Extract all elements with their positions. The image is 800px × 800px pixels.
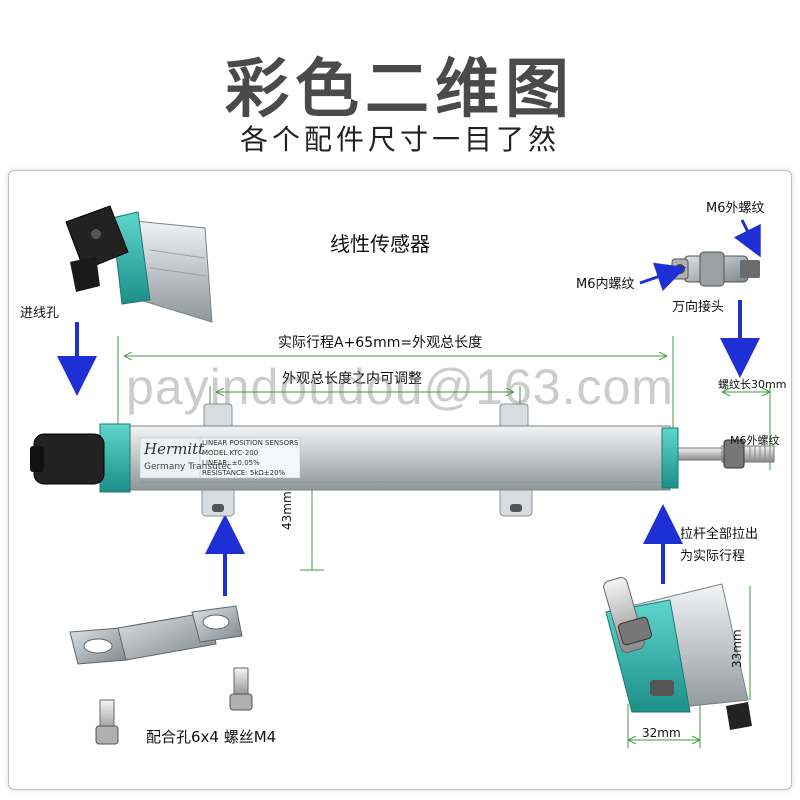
label-rod-full-extension: 拉杆全部拉出 为实际行程 <box>680 527 759 564</box>
label-m6-internal-thread: M6内螺纹 <box>576 277 635 292</box>
page-subtitle: 各个配件尺寸一目了然 <box>239 123 560 156</box>
screw-image <box>95 667 253 745</box>
label-m6-external-thread-top: M6外螺纹 <box>706 201 765 216</box>
sensor-title: 线性传感器 <box>330 232 430 256</box>
label-cable-inlet: 进线孔 <box>20 306 60 321</box>
label-m6-external-thread-rod: M6外螺纹 <box>730 434 780 447</box>
label-height-33: 33mm <box>730 629 744 668</box>
device-linear: LINEAR: ±0.05% <box>202 459 260 467</box>
device-resistance: RESISTANCE: 5kΩ±20% <box>202 469 286 477</box>
label-rod-length: 螺纹长30mm <box>718 378 787 391</box>
device-model: MODEL KTC-200 <box>202 449 259 457</box>
label-mount-spacing: 外观总长度之内可调整 <box>282 371 422 387</box>
label-mount-hole-screw: 配合孔6x4 螺丝M4 <box>146 728 277 746</box>
label-height-43: 43mm <box>280 491 294 530</box>
linear-sensor-image <box>30 403 775 517</box>
watermark-text: payindoudou@163.com <box>126 359 674 415</box>
label-stroke-formula: 实际行程A+65mm=外观总长度 <box>278 335 483 351</box>
device-origin: Germany Transutec <box>144 462 232 472</box>
cable-connector-image <box>65 205 213 323</box>
device-heading: LINEAR POSITION SENSORS <box>202 439 299 447</box>
mounting-bracket-image <box>69 605 243 665</box>
page-title: 彩色二维图 <box>225 53 575 127</box>
label-universal-joint: 万向接头 <box>672 300 725 315</box>
universal-joint-image <box>671 251 760 287</box>
device-brand: Hermitt <box>144 440 205 458</box>
label-width-32: 32mm <box>642 726 681 740</box>
annotation-arrows <box>57 219 761 596</box>
sensor-end-view-image <box>603 577 752 730</box>
